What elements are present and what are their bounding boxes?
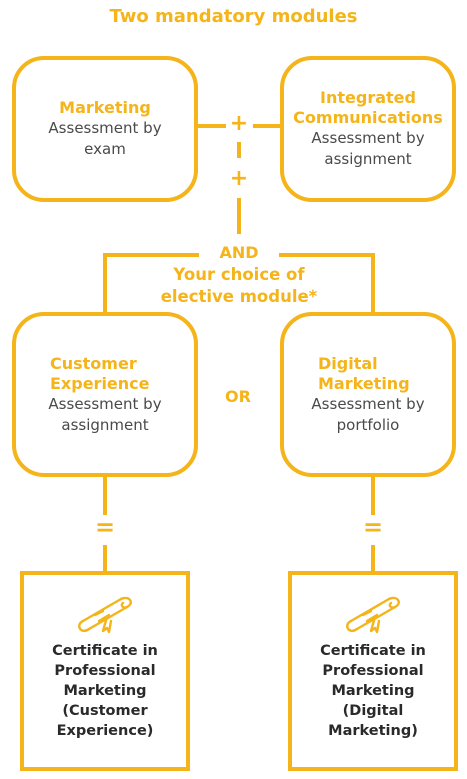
module-box-integrated-communications: Integrated Communications Assessment by … bbox=[280, 56, 456, 202]
module-assessment: Assessment by exam bbox=[48, 119, 162, 158]
module-box-marketing: Marketing Assessment by exam bbox=[12, 56, 198, 202]
connector-line bbox=[253, 124, 283, 128]
module-assessment: Assessment by assignment bbox=[311, 129, 425, 168]
plus-sign: + bbox=[229, 166, 249, 191]
diagram-title: Two mandatory modules bbox=[109, 6, 358, 27]
module-assessment: Assessment by portfolio bbox=[311, 394, 425, 434]
connector-line bbox=[103, 475, 107, 515]
plus-sign: + bbox=[229, 111, 249, 136]
module-name: Marketing bbox=[59, 98, 151, 117]
bracket-line bbox=[103, 253, 107, 313]
certificate-box-customer-experience: Certificate in Professional Marketing (C… bbox=[20, 571, 190, 771]
equals-sign: = bbox=[91, 515, 119, 539]
connector-line bbox=[237, 198, 241, 234]
connector-line bbox=[196, 124, 226, 128]
bracket-line bbox=[371, 253, 375, 313]
module-assessment: Assessment by assignment bbox=[48, 394, 162, 434]
connector-line bbox=[103, 545, 107, 573]
connector-line bbox=[371, 475, 375, 515]
equals-sign: = bbox=[359, 515, 387, 539]
and-label: AND bbox=[199, 242, 279, 264]
elective-heading: Your choice of elective module* bbox=[160, 265, 318, 306]
bracket-line bbox=[268, 253, 375, 257]
connector-line bbox=[237, 142, 241, 158]
certificate-box-digital-marketing: Certificate in Professional Marketing (D… bbox=[288, 571, 458, 771]
connector-line bbox=[371, 545, 375, 573]
module-box-customer-experience: Customer Experience Assessment by assign… bbox=[12, 312, 198, 477]
scroll-diploma-icon bbox=[78, 596, 132, 634]
or-label: OR bbox=[225, 387, 251, 406]
module-name: Customer Experience bbox=[50, 353, 150, 393]
certificate-title: Certificate in Professional Marketing (C… bbox=[52, 643, 158, 739]
bracket-line bbox=[103, 253, 210, 257]
module-name: Digital Marketing bbox=[318, 353, 410, 393]
scroll-diploma-icon bbox=[346, 596, 400, 634]
module-box-digital-marketing: Digital Marketing Assessment by portfoli… bbox=[280, 312, 456, 477]
certificate-title: Certificate in Professional Marketing (D… bbox=[320, 643, 426, 739]
module-name: Integrated Communications bbox=[293, 88, 443, 127]
